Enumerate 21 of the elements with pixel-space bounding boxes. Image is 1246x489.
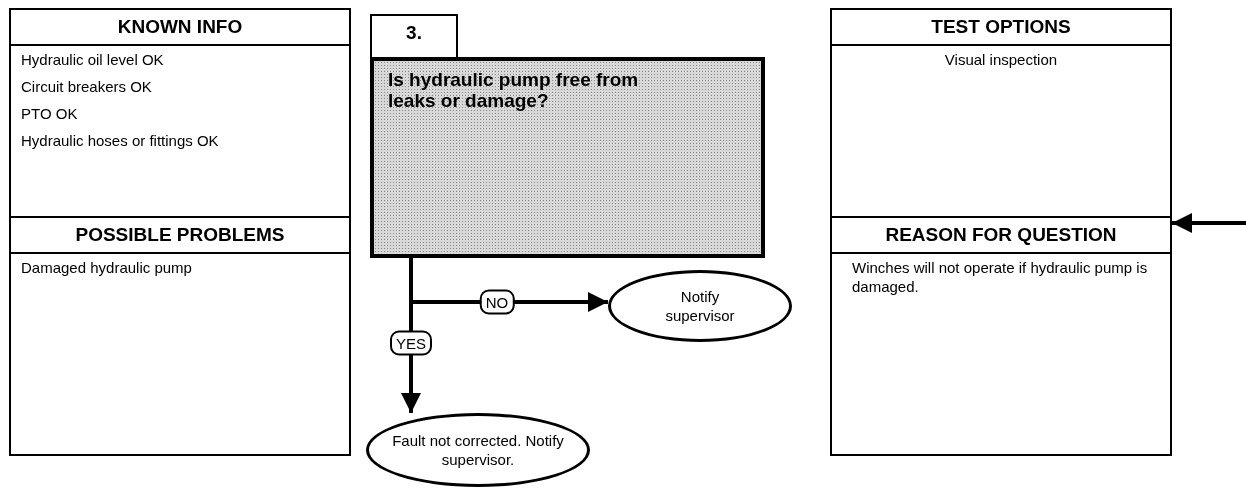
edge-label: YES [390,330,432,356]
flow-arrow [1172,213,1246,233]
edge-label: NO [479,289,515,315]
terminator-text: Notify supervisor [664,287,736,325]
step-number: 3. [370,14,458,59]
section-heading: KNOWN INFO [11,10,349,46]
info-panel [830,8,1172,456]
panel-text: PTO OK [21,104,79,123]
section-heading: TEST OPTIONS [832,10,1170,46]
info-panel [9,8,351,456]
panel-text: Hydraulic hoses or fittings OK [21,131,220,150]
panel-text: Visual inspection [943,50,1059,69]
panel-text: Circuit breakers OK [21,77,153,96]
section-heading: POSSIBLE PROBLEMS [11,216,349,254]
panel-text: Damaged hydraulic pump [21,258,193,277]
terminator-text: Fault not corrected. Notify supervisor. [391,431,565,469]
question-box [370,57,765,258]
panel-text: Hydraulic oil level OK [21,50,165,69]
panel-text: Winches will not operate if hydraulic pump is damaged. [851,258,1149,296]
question-text: Is hydraulic pump free from leaks or damage? [388,69,640,111]
section-heading: REASON FOR QUESTION [832,216,1170,254]
